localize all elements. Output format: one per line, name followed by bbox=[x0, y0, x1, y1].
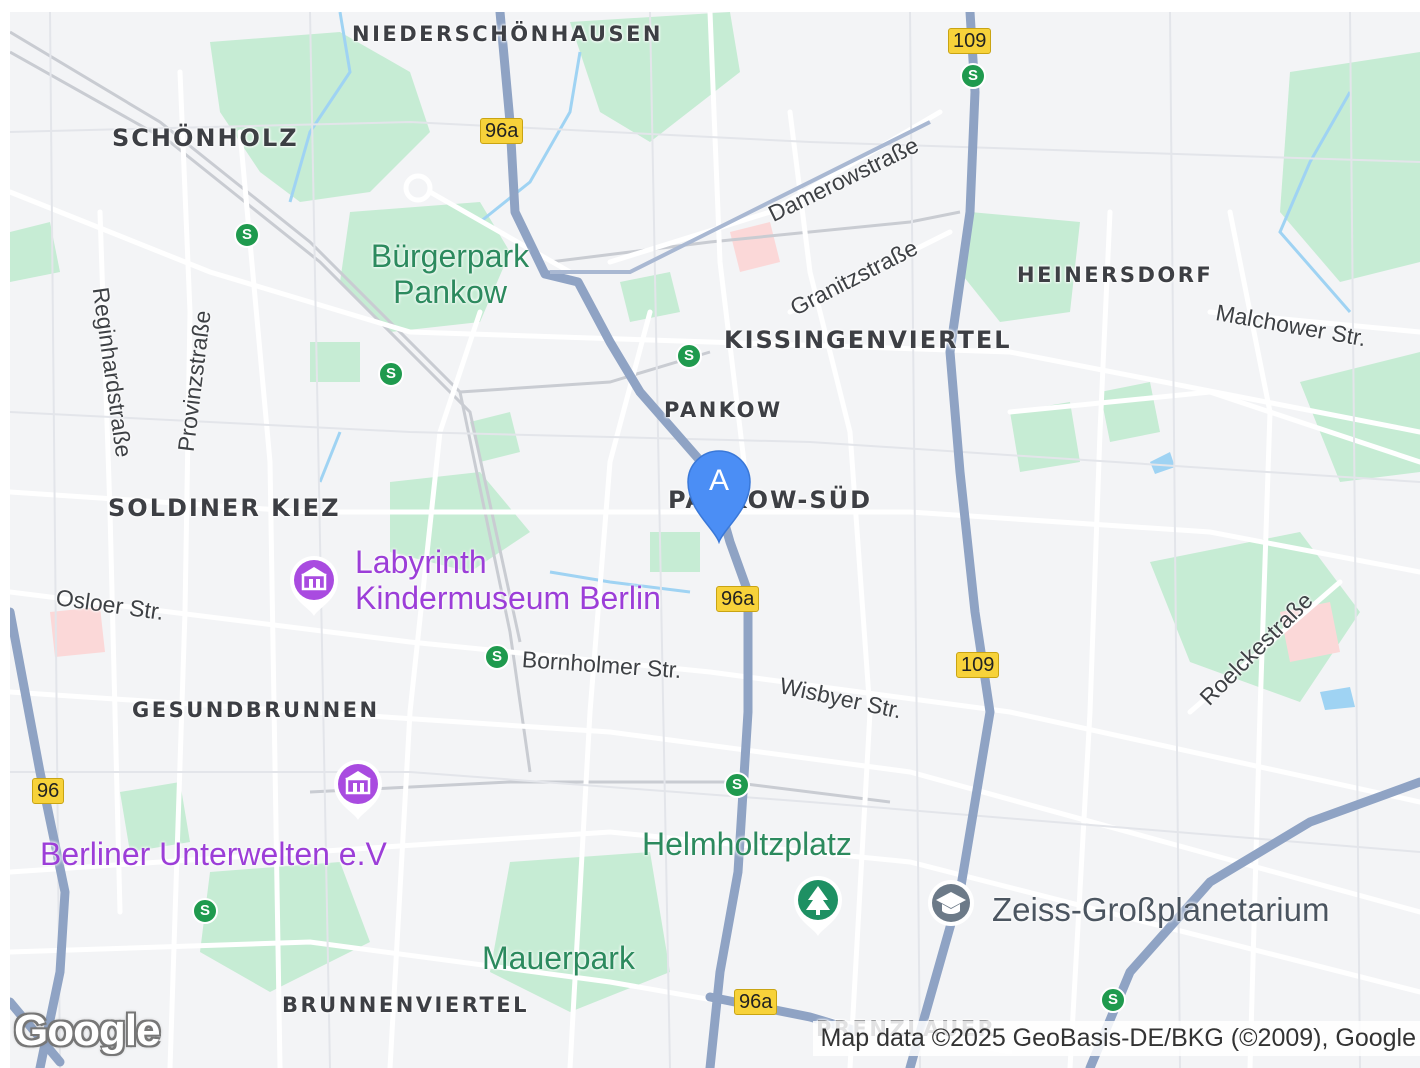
railway-line bbox=[10, 50, 522, 643]
road-shield-109: 109 bbox=[956, 652, 1000, 678]
map-base-layer bbox=[10, 12, 1420, 1068]
park-area bbox=[10, 222, 60, 282]
park-area bbox=[1280, 52, 1420, 282]
railway-line bbox=[459, 350, 711, 394]
street-line bbox=[567, 309, 653, 1068]
street-line bbox=[10, 189, 1420, 435]
map-canvas[interactable]: NIEDERSCHÖNHAUSEN SCHÖNHOLZ HEINERSDORF … bbox=[10, 12, 1420, 1068]
street-line bbox=[707, 12, 753, 515]
street-line bbox=[427, 189, 573, 275]
park-area bbox=[1010, 402, 1080, 472]
water-line bbox=[318, 431, 342, 483]
road-shield-96a: 96a bbox=[716, 586, 760, 612]
railway-line bbox=[309, 780, 891, 804]
street-line bbox=[649, 12, 671, 1068]
major-road-96a bbox=[495, 12, 753, 1068]
water-line bbox=[288, 12, 352, 203]
sbahn-station-icon[interactable]: S bbox=[724, 772, 750, 798]
street-line bbox=[10, 120, 1420, 163]
park-area bbox=[1150, 532, 1360, 702]
street-line bbox=[1007, 389, 1420, 465]
sbahn-station-icon[interactable]: S bbox=[960, 63, 986, 89]
location-marker-a[interactable]: A bbox=[686, 448, 752, 544]
sbahn-station-icon[interactable]: S bbox=[234, 222, 260, 248]
industrial-area bbox=[730, 222, 780, 272]
street-line bbox=[607, 209, 773, 265]
park-area bbox=[470, 412, 520, 462]
street-line bbox=[10, 589, 1420, 805]
street-line bbox=[1227, 209, 1273, 1068]
marker-pin-icon bbox=[687, 450, 751, 544]
street-line bbox=[97, 209, 123, 915]
street-line bbox=[787, 109, 873, 1068]
water-area bbox=[1320, 687, 1355, 710]
roundabout bbox=[403, 173, 433, 203]
industrial-area bbox=[1280, 602, 1340, 662]
road-shield-96a: 96a bbox=[480, 118, 524, 144]
sbahn-station-icon[interactable]: S bbox=[676, 343, 702, 369]
museum-pin-icon[interactable] bbox=[330, 756, 386, 822]
major-road-109 bbox=[905, 12, 995, 1068]
sbahn-station-icon[interactable]: S bbox=[1100, 987, 1126, 1013]
street-line bbox=[1207, 309, 1420, 335]
sbahn-station-icon[interactable]: S bbox=[484, 644, 510, 670]
street-line bbox=[49, 12, 61, 1068]
park-area bbox=[1100, 382, 1160, 442]
google-logo[interactable]: Google bbox=[14, 1006, 161, 1055]
road-shield-96a: 96a bbox=[734, 989, 778, 1015]
museum-pin-icon[interactable] bbox=[286, 552, 342, 618]
street-line bbox=[387, 309, 483, 1068]
water-area bbox=[1150, 452, 1175, 474]
water-line bbox=[1278, 91, 1352, 313]
road-shield-96: 96 bbox=[32, 778, 65, 804]
major-road bbox=[550, 120, 931, 274]
street-line bbox=[10, 689, 1420, 915]
street-line bbox=[167, 69, 193, 1068]
road-shield-109: 109 bbox=[948, 28, 992, 54]
water-line bbox=[549, 570, 691, 594]
education-pin-icon[interactable] bbox=[926, 878, 976, 928]
street-line bbox=[10, 771, 1420, 853]
sbahn-station-icon[interactable]: S bbox=[192, 898, 218, 924]
major-road bbox=[10, 997, 65, 1067]
railway-line bbox=[10, 30, 532, 773]
street-line bbox=[1067, 209, 1113, 1068]
park-area bbox=[960, 212, 1080, 322]
street-line bbox=[1349, 12, 1361, 1068]
street-line bbox=[1169, 12, 1181, 1068]
park-area bbox=[310, 342, 360, 382]
sbahn-station-icon[interactable]: S bbox=[378, 361, 404, 387]
park-pin-icon[interactable] bbox=[790, 872, 846, 938]
park-area bbox=[570, 12, 740, 142]
park-area bbox=[650, 532, 700, 572]
water-line bbox=[479, 51, 582, 224]
street-line bbox=[10, 489, 1420, 575]
street-line bbox=[1187, 579, 1343, 715]
street-line bbox=[909, 12, 921, 1068]
railway-line bbox=[549, 210, 961, 264]
street-line bbox=[787, 229, 953, 315]
marker-label: A bbox=[708, 464, 729, 497]
park-area bbox=[620, 272, 680, 322]
park-area bbox=[340, 202, 510, 332]
park-area bbox=[1300, 352, 1420, 482]
industrial-area bbox=[50, 607, 105, 657]
street-line bbox=[10, 411, 1420, 483]
park-area bbox=[200, 862, 370, 992]
park-area bbox=[390, 472, 530, 572]
major-road-96 bbox=[10, 607, 70, 1068]
park-area bbox=[120, 782, 190, 852]
street-line bbox=[309, 12, 331, 1068]
map-attribution[interactable]: Map data ©2025 GeoBasis-DE/BKG (©2009), … bbox=[812, 1021, 1420, 1056]
